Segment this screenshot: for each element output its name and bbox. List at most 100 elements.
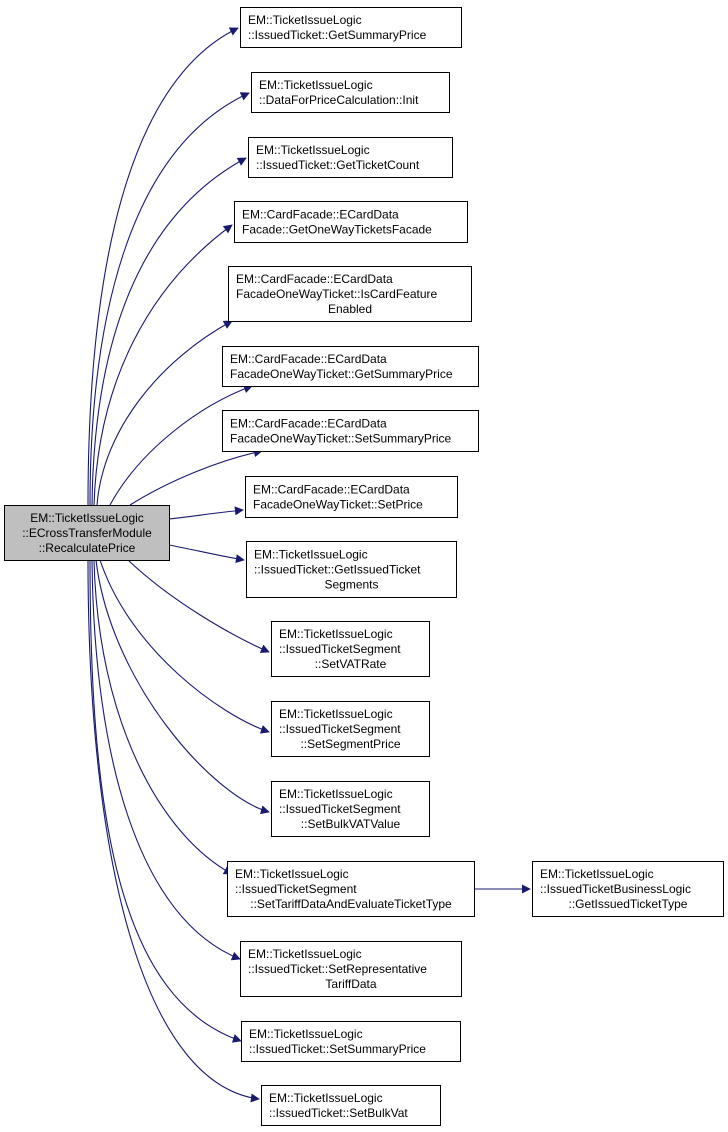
node-label-line: EM::TicketIssueLogic [540, 867, 654, 881]
callee-node[interactable]: EM::TicketIssueLogic::IssuedTicket::GetS… [240, 7, 462, 48]
node-label-line: EM::CardFacade::ECardData [230, 417, 387, 431]
edge-root-to-n3 [91, 157, 247, 506]
node-label-line: EM::TicketIssueLogic [259, 78, 373, 92]
node-box [251, 72, 450, 113]
node-box [245, 476, 458, 518]
node-label-line: EM::TicketIssueLogic [269, 1091, 383, 1105]
callee-node[interactable]: EM::CardFacade::ECardDataFacade::GetOneW… [234, 201, 468, 243]
node-label-line: Enabled [328, 302, 372, 316]
node-label-line: EM::TicketIssueLogic [279, 627, 393, 641]
callee-node[interactable]: EM::CardFacade::ECardDataFacadeOneWayTic… [245, 476, 458, 518]
node-label-line: ::IssuedTicket::SetRepresentative [248, 962, 427, 976]
edge-root-to-n4 [93, 224, 233, 506]
node-label-line: ::SetVATRate [315, 657, 387, 671]
node-label-line: ::IssuedTicket::GetSummaryPrice [248, 28, 427, 42]
node-label-line: EM::TicketIssueLogic [248, 13, 362, 27]
node-label-line: EM::TicketIssueLogic [30, 511, 144, 525]
node-label-line: ::ECrossTransferModule [22, 526, 152, 540]
node-label-line: EM::TicketIssueLogic [249, 1027, 363, 1041]
node-label-line: TariffData [325, 977, 376, 991]
node-label-line: FacadeOneWayTicket::SetSummaryPrice [230, 432, 452, 446]
node-label-line: EM::CardFacade::ECardData [253, 483, 410, 497]
node-label-line: EM::TicketIssueLogic [254, 548, 368, 562]
node-box [228, 266, 472, 322]
callee-node[interactable]: EM::CardFacade::ECardDataFacadeOneWayTic… [222, 410, 479, 452]
callee-node[interactable]: EM::TicketIssueLogic::IssuedTicketSegmen… [227, 861, 475, 917]
node-box [271, 781, 430, 837]
node-box [248, 137, 453, 178]
node-label-line: FacadeOneWayTicket::GetSummaryPrice [230, 367, 453, 381]
node-label-line: ::IssuedTicketSegment [279, 802, 401, 816]
root-node[interactable]: EM::TicketIssueLogic::ECrossTransferModu… [4, 505, 170, 561]
edge-root-to-n13 [93, 559, 233, 875]
callee-node[interactable]: EM::TicketIssueLogic::IssuedTicketSegmen… [271, 701, 430, 757]
callee-node[interactable]: EM::TicketIssueLogic::IssuedTicketSegmen… [271, 621, 430, 677]
edge-root-to-n16 [87, 559, 260, 1103]
node-label-line: ::IssuedTicket::GetIssuedTicket [254, 563, 421, 577]
edge-root-to-n10 [127, 559, 270, 653]
node-label-line: Facade::GetOneWayTicketsFacade [242, 223, 432, 237]
edge-root-to-n12 [95, 559, 270, 815]
nodes-layer: EM::TicketIssueLogic::ECrossTransferModu… [4, 7, 724, 1126]
node-box [261, 1085, 441, 1126]
node-label-line: EM::TicketIssueLogic [279, 707, 393, 721]
edge-root-to-n15 [89, 559, 242, 1043]
node-box [246, 541, 457, 598]
node-label-line: ::RecalculatePrice [39, 541, 136, 555]
edge-root-to-n1 [87, 27, 239, 506]
node-box [271, 621, 430, 677]
node-label-line: FacadeOneWayTicket::SetPrice [253, 498, 423, 512]
node-box [241, 1021, 461, 1062]
node-label-line: ::SetTariffDataAndEvaluateTicketType [250, 897, 452, 911]
node-label-line: EM::CardFacade::ECardData [242, 208, 399, 222]
node-label-line: ::IssuedTicketSegment [279, 642, 401, 656]
edges-layer [87, 27, 531, 1103]
node-box [227, 861, 475, 917]
node-label-line: EM::CardFacade::ECardData [236, 272, 393, 286]
node-label-line: Segments [324, 578, 378, 592]
node-label-line: EM::TicketIssueLogic [256, 143, 370, 157]
callee-node[interactable]: EM::TicketIssueLogic::IssuedTicket::GetI… [246, 541, 457, 598]
edge-root-to-n8 [168, 506, 244, 520]
node-label-line: ::IssuedTicketBusinessLogic [540, 882, 691, 896]
edge-root-to-n9 [168, 544, 245, 564]
node-label-line: ::SetBulkVATValue [301, 817, 401, 831]
edge-root-to-n6 [109, 384, 253, 506]
node-label-line: ::SetSegmentPrice [300, 737, 400, 751]
callee-node[interactable]: EM::TicketIssueLogic::IssuedTicketSegmen… [271, 781, 430, 837]
node-label-line: ::DataForPriceCalculation::Init [259, 93, 419, 107]
node-box [4, 505, 170, 561]
node-box [234, 201, 468, 243]
node-label-line: ::IssuedTicketSegment [279, 722, 401, 736]
node-box [240, 7, 462, 48]
callee-node[interactable]: EM::CardFacade::ECardDataFacadeOneWayTic… [228, 266, 472, 322]
node-label-line: ::GetIssuedTicketType [569, 897, 688, 911]
callee-node[interactable]: EM::TicketIssueLogic::IssuedTicket::SetB… [261, 1085, 441, 1126]
node-label-line: ::IssuedTicket::SetSummaryPrice [249, 1042, 426, 1056]
node-box [240, 941, 462, 997]
callee-node[interactable]: EM::CardFacade::ECardDataFacadeOneWayTic… [222, 346, 479, 387]
node-box [532, 861, 724, 917]
callee-node[interactable]: EM::TicketIssueLogic::DataForPriceCalcul… [251, 72, 450, 113]
edge-root-to-n14 [91, 559, 241, 961]
callee-node[interactable]: EM::TicketIssueLogic::IssuedTicket::SetR… [240, 941, 462, 997]
node-label-line: ::IssuedTicket::GetTicketCount [256, 158, 420, 172]
edge-root-to-n2 [89, 92, 250, 506]
callee-node[interactable]: EM::TicketIssueLogic::IssuedTicketBusine… [532, 861, 724, 917]
node-label-line: ::IssuedTicket::SetBulkVat [269, 1106, 408, 1120]
edge-root-to-n11 [99, 559, 270, 734]
callee-node[interactable]: EM::TicketIssueLogic::IssuedTicket::GetT… [248, 137, 453, 178]
edge-root-to-n7 [129, 448, 263, 506]
node-label-line: EM::TicketIssueLogic [279, 787, 393, 801]
node-box [222, 346, 479, 387]
node-label-line: EM::CardFacade::ECardData [230, 352, 387, 366]
edge-root-to-n5 [96, 320, 233, 506]
node-label-line: EM::TicketIssueLogic [248, 947, 362, 961]
callee-node[interactable]: EM::TicketIssueLogic::IssuedTicket::SetS… [241, 1021, 461, 1062]
node-label-line: FacadeOneWayTicket::IsCardFeature [236, 287, 438, 301]
node-label-line: EM::TicketIssueLogic [235, 867, 349, 881]
node-label-line: ::IssuedTicketSegment [235, 882, 357, 896]
node-box [271, 701, 430, 757]
node-box [222, 410, 479, 452]
